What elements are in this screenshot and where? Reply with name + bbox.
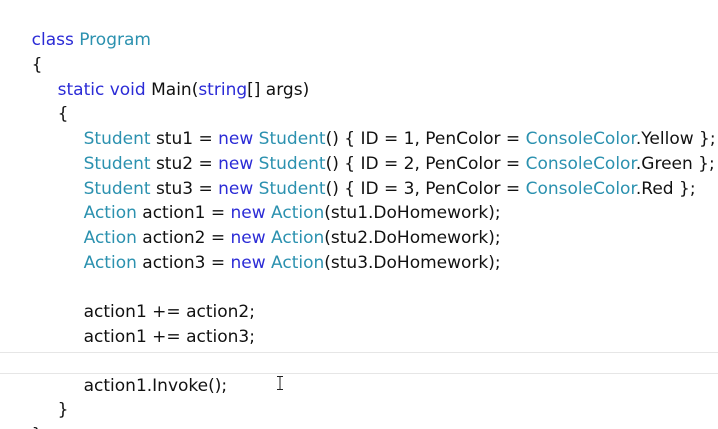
type-name: Program: [79, 30, 151, 50]
type-name: Student: [83, 179, 151, 199]
type-name: Action: [83, 253, 137, 273]
code-line-11: action1 += action2;: [62, 276, 255, 322]
type-name: Action: [83, 228, 137, 248]
keyword: static: [57, 80, 105, 100]
type-name: Student: [83, 129, 151, 149]
code-text: stu1 =: [150, 129, 219, 149]
type-name: ConsoleColor: [525, 129, 636, 149]
code-line-12: action1 += action3;: [62, 301, 255, 347]
code-text: () { ID = 2, PenColor =: [325, 154, 526, 174]
code-text: [] args): [247, 80, 310, 100]
keyword: new: [230, 253, 266, 273]
type-name: Student: [258, 129, 326, 149]
code-text: stu2 =: [150, 154, 219, 174]
code-line-9: Action action2 = new Action(stu2.DoHomew…: [62, 202, 501, 248]
code-text: (stu2.DoHomework);: [324, 228, 501, 248]
code-text: .Green };: [635, 154, 715, 174]
code-line-1: class Program: [10, 4, 151, 50]
type-name: Action: [271, 253, 325, 273]
keyword: new: [218, 129, 254, 149]
code-text: (stu3.DoHomework);: [324, 253, 501, 273]
code-line-2: {: [10, 29, 43, 75]
text-cursor-icon: [277, 376, 283, 390]
brace: }: [57, 400, 69, 420]
code-line-6: Student stu2 = new Student() { ID = 2, P…: [62, 128, 715, 174]
code-line-14: }: [36, 374, 69, 420]
keyword: new: [230, 228, 266, 248]
code-text: action1 += action2;: [83, 302, 255, 322]
code-line-15: }: [10, 399, 43, 429]
code-text: () { ID = 1, PenColor =: [325, 129, 526, 149]
code-text: action3 =: [136, 253, 231, 273]
code-text: stu3 =: [150, 179, 219, 199]
type-name: ConsoleColor: [525, 179, 636, 199]
code-text: () { ID = 3, PenColor =: [325, 179, 526, 199]
type-name: Action: [271, 228, 325, 248]
code-line-10: Action action3 = new Action(stu3.DoHomew…: [62, 227, 501, 273]
code-text: action2 =: [136, 228, 231, 248]
keyword: new: [218, 154, 254, 174]
current-line-highlight: [0, 352, 718, 374]
code-text: action1 =: [136, 203, 231, 223]
keyword: new: [230, 203, 266, 223]
code-text: .Yellow };: [635, 129, 716, 149]
keyword: new: [218, 179, 254, 199]
brace: {: [57, 104, 69, 124]
code-line-13: action1.Invoke();: [62, 350, 228, 396]
keyword: void: [109, 80, 146, 100]
brace: {: [31, 55, 43, 75]
code-line-5: Student stu1 = new Student() { ID = 1, P…: [62, 103, 716, 149]
code-line-8: Action action1 = new Action(stu1.DoHomew…: [62, 177, 501, 223]
type-name: Student: [83, 154, 151, 174]
code-text: action1.Invoke();: [83, 376, 228, 396]
brace: }: [32, 425, 43, 429]
code-line-7: Student stu3 = new Student() { ID = 3, P…: [62, 153, 696, 199]
code-line-4: {: [36, 78, 69, 124]
type-name: ConsoleColor: [525, 154, 636, 174]
type-name: Action: [83, 203, 137, 223]
code-text: Main(: [145, 80, 199, 100]
type-name: Student: [258, 179, 326, 199]
keyword: string: [198, 80, 248, 100]
code-text: .Red };: [635, 179, 696, 199]
code-text: action1 += action3;: [83, 327, 255, 347]
type-name: Student: [258, 154, 326, 174]
code-line-3: static void Main(string[] args): [36, 54, 310, 100]
code-text: (stu1.DoHomework);: [324, 203, 501, 223]
keyword: class: [31, 30, 74, 50]
type-name: Action: [271, 203, 325, 223]
